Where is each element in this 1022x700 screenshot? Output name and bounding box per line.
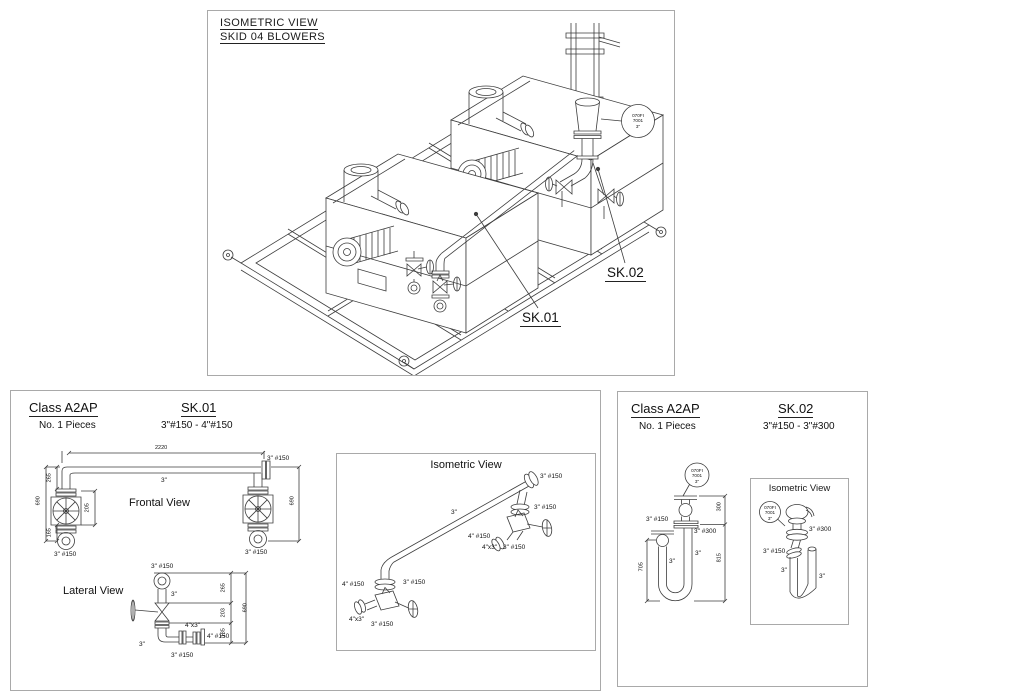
balloon-tag-line3: 3": [694, 478, 700, 484]
frontal-dim-right: 690: [289, 496, 296, 506]
skid-isometric-drawing: [208, 11, 674, 375]
frontal-bottom-left-label: 3" #150: [54, 551, 77, 558]
iso-mid-flange-label: 3" #150: [534, 504, 557, 511]
frontal-dim-mid: 205: [84, 503, 91, 513]
sk02-dim-top: 300: [716, 502, 723, 512]
sk01-views-drawing: [11, 391, 600, 690]
size-range-label: 3"#150 - 3"#300: [763, 421, 835, 432]
frontal-pipe-label: 3": [161, 477, 167, 484]
frontal-dim-left-outer: 690: [35, 496, 42, 506]
balloon-tag-line1: 070FI: [632, 113, 644, 118]
iso-right-3in-label: 3" #150: [503, 544, 526, 551]
lateral-view-title: Lateral View: [63, 585, 124, 597]
balloon-tag-line1: 070FI: [764, 505, 776, 510]
sk02-dim-left: 705: [638, 562, 645, 572]
balloon-tag-line3: 3": [767, 515, 773, 521]
balloon-tag-line2: 7001: [764, 510, 776, 516]
iso-pipe-label: 3": [451, 509, 457, 516]
callout-sk02: SK.02: [605, 265, 646, 282]
lateral-dim-a: 265: [220, 583, 227, 593]
iso-right-reducer-label: 4"x3": [482, 544, 498, 551]
sk02-iso-150-label: 3" #150: [763, 548, 786, 555]
sk02-frontal-balloon: 070FI 7001 3": [685, 468, 709, 484]
frontal-dim-top: 2220: [155, 445, 168, 451]
sk02-iso-pipe-a-label: 3": [781, 567, 787, 574]
main-isometric-panel: ISOMETRIC VIEW SKID 04 BLOWERS 070FI 700…: [207, 10, 675, 376]
drawing-title: ISOMETRIC VIEW SKID 04 BLOWERS: [220, 17, 326, 45]
lateral-pipe-h-label: 3": [139, 641, 145, 648]
sk01-isometric-title: Isometric View: [430, 459, 502, 471]
sk02-150-label: 3" #150: [646, 516, 669, 523]
balloon-tag-line2: 7001: [691, 473, 703, 479]
sk02-detail-panel: Class A2AP No. 1 Pieces SK.02 3"#150 - 3…: [617, 391, 868, 687]
sk02-iso-balloon: 070FI 7001 3": [759, 505, 781, 521]
lateral-top-label: 3" #150: [151, 563, 174, 570]
balloon-tag-line1: 070FI: [691, 468, 703, 473]
sk02-isometric-art: [751, 479, 848, 624]
balloon-tag-line3: 3": [635, 123, 641, 129]
sk02-iso-pipe-b-label: 3": [819, 573, 825, 580]
instrument-balloon: 070FI 7001 3": [621, 113, 655, 129]
sk02-dim-right: 815: [716, 553, 723, 563]
pieces-label: No. 1 Pieces: [639, 421, 696, 432]
balloon-tag-line2: 7001: [632, 118, 644, 124]
sk02-isometric-title: Isometric View: [768, 483, 831, 494]
callout-sk01: SK.01: [520, 310, 561, 327]
piping: [406, 98, 624, 312]
iso-right-4in-label: 4" #150: [468, 533, 491, 540]
iso-left-4in-label: 4" #150: [342, 581, 365, 588]
sk02-iso-300-label: 3" #300: [809, 526, 832, 533]
iso-top-flange-label: 3" #150: [540, 473, 563, 480]
frontal-top-right-label: 3" #150: [267, 455, 290, 462]
iso-left-flange-label: 3" #150: [403, 579, 426, 586]
drawing-title-line2: SKID 04 BLOWERS: [220, 31, 326, 44]
iso-left-reducer-label: 4"x3": [349, 616, 365, 623]
sk02-isometric-box: Isometric View 070FI 7001 3" 3" #300 3" …: [750, 478, 849, 625]
lateral-pipe-v-label: 3": [171, 591, 177, 598]
lateral-bottom-label: 3" #150: [171, 652, 194, 659]
sk02-300-label: 3" #300: [694, 528, 717, 535]
sk01-isometric-box: Isometric View 3" #150 3" #150 3" 4" #15…: [336, 453, 596, 651]
tag-label: SK.02: [778, 401, 814, 418]
lateral-view-art: [131, 571, 248, 645]
class-label: Class A2AP: [631, 401, 700, 418]
frontal-dim-left-upper: 265: [46, 473, 53, 483]
pieces-label: No. 1 Pieces: [39, 420, 96, 431]
lateral-dim-b: 203: [220, 608, 227, 618]
drawing-title-line1: ISOMETRIC VIEW: [220, 17, 318, 30]
class-label: Class A2AP: [29, 400, 98, 417]
tag-label: SK.01: [181, 400, 217, 417]
frontal-view-title: Frontal View: [129, 497, 190, 509]
sk01-isometric-art: [337, 454, 595, 650]
frontal-dim-left-lower: 165: [46, 528, 53, 538]
sk02-frontal-art: [618, 392, 867, 686]
size-range-label: 3"#150 - 4"#150: [161, 420, 233, 431]
iso-left-3in-label: 3" #150: [371, 621, 394, 628]
frontal-bottom-right-label: 3" #150: [245, 549, 268, 556]
lateral-4in-label: 4" #150: [207, 633, 230, 640]
lateral-dim-c: 185: [220, 628, 227, 638]
frontal-view-art: [44, 451, 301, 550]
sk02-pipe-left-label: 3": [669, 558, 675, 565]
sk01-detail-panel: Class A2AP No. 1 Pieces SK.01 3"#150 - 4…: [10, 390, 601, 691]
sk02-pipe-right-label: 3": [695, 550, 701, 557]
lateral-reducer-label: 4"x3": [185, 622, 201, 629]
leaders: [474, 105, 654, 309]
lateral-dim-outer: 690: [242, 603, 249, 613]
